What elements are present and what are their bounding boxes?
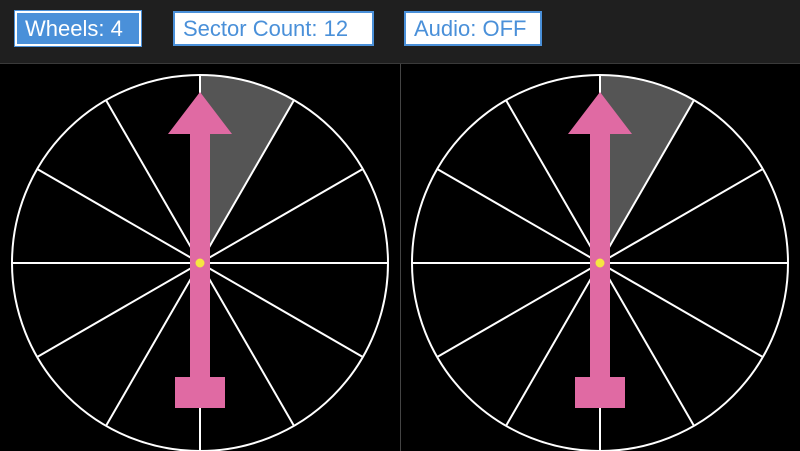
- wheel-1-sector-line: [199, 262, 295, 427]
- wheel-1-pointer-arrow-icon: [168, 92, 232, 408]
- wheel-1-highlighted-sector: [200, 75, 294, 263]
- wheel-2-pointer-arrow-icon: [568, 92, 632, 408]
- wheel-1-sector-line: [36, 262, 201, 358]
- wheel-2-hub: [594, 257, 606, 269]
- wheel-2-sector-line: [505, 99, 601, 264]
- wheel-1-sector-line: [199, 99, 295, 264]
- wheel-1-hub: [194, 257, 206, 269]
- wheels-count-button[interactable]: Wheels: 4: [14, 10, 142, 47]
- wheel-2-sector-line: [599, 262, 695, 427]
- wheel-divider: [400, 64, 401, 451]
- wheel-2-sector-line: [599, 168, 764, 264]
- wheel-2-rim: [411, 74, 789, 451]
- wheel-1-sector-line: [105, 99, 201, 264]
- wheel-2-sector-line: [599, 99, 695, 264]
- wheel-1-sector-line: [36, 168, 201, 264]
- wheel-2-sector-line: [436, 168, 601, 264]
- wheel-2-sector-line: [436, 262, 601, 358]
- audio-toggle-button[interactable]: Audio: OFF: [404, 11, 542, 46]
- toolbar: Wheels: 4 Sector Count: 12 Audio: OFF: [0, 0, 800, 64]
- wheel-2-sector-line: [505, 262, 601, 427]
- wheel-1-sector-line: [199, 168, 364, 264]
- wheel-1-rim: [11, 74, 389, 451]
- wheels-canvas[interactable]: [0, 64, 800, 451]
- wheel-1-sector-line: [105, 262, 201, 427]
- wheel-1-sector-line: [199, 262, 364, 358]
- wheel-2-highlighted-sector: [600, 75, 694, 263]
- wheel-2-sector-line: [599, 262, 764, 358]
- sector-count-button[interactable]: Sector Count: 12: [173, 11, 374, 46]
- wheel-stage: [0, 64, 800, 451]
